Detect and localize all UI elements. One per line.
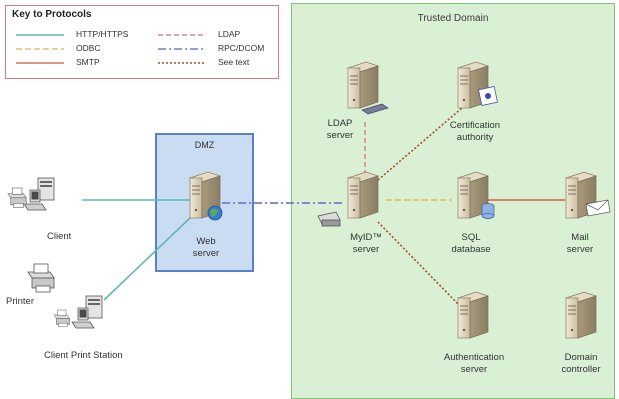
key-label-smtp: SMTP bbox=[76, 57, 100, 67]
authentication-server-label-line1: Authentication bbox=[443, 352, 505, 363]
myid-server-label-line1: MyID™ bbox=[350, 232, 382, 243]
certification-authority-label: Certification authority bbox=[440, 120, 510, 144]
authentication-server-label: Authentication server bbox=[438, 352, 510, 376]
domain-controller-label-line1: Domain bbox=[564, 352, 598, 363]
domain-controller-icon bbox=[565, 291, 597, 339]
key-label-ldap: LDAP bbox=[218, 29, 241, 39]
domain-controller-label-line2: controller bbox=[561, 364, 601, 375]
mail-server-label: Mail server bbox=[560, 232, 600, 256]
web-server-label-line1: Web bbox=[196, 236, 216, 247]
mail-server-label-line1: Mail bbox=[571, 232, 589, 243]
certification-authority-icon bbox=[457, 61, 498, 109]
myid-server-label: MyID™ server bbox=[344, 232, 388, 256]
myid-server-icon bbox=[317, 171, 379, 227]
myid-server-label-line2: server bbox=[352, 244, 380, 255]
key-swatches bbox=[16, 34, 206, 64]
mail-server-icon bbox=[565, 171, 611, 219]
web-server-label-line2: server bbox=[192, 248, 220, 259]
printer-label: Printer bbox=[6, 296, 34, 307]
ldap-server-label-line2: server bbox=[326, 130, 354, 141]
web-server-label: Web server bbox=[186, 236, 226, 260]
protocol-key: Key to Protocols HTTP/HTTPS ODBC SMTP LD… bbox=[5, 5, 279, 79]
link-printstation-web bbox=[103, 217, 191, 301]
authentication-server-label-line2: server bbox=[460, 364, 488, 375]
certification-authority-label-line2: authority bbox=[456, 132, 494, 143]
trusted-domain-region: Trusted Domain bbox=[291, 3, 615, 399]
key-label-odbc: ODBC bbox=[76, 43, 101, 53]
authentication-server-icon bbox=[457, 291, 489, 339]
key-label-rpc: RPC/DCOM bbox=[218, 43, 265, 53]
domain-controller-label: Domain controller bbox=[554, 352, 608, 376]
ldap-server-label-line1: LDAP bbox=[327, 118, 353, 129]
key-label-seetext: See text bbox=[218, 57, 250, 67]
client-print-station-label: Client Print Station bbox=[44, 350, 123, 361]
certification-authority-label-line1: Certification bbox=[449, 120, 501, 131]
key-label-http: HTTP/HTTPS bbox=[76, 29, 129, 39]
sql-database-label-line1: SQL bbox=[461, 232, 481, 243]
link-myid-auth bbox=[377, 221, 463, 309]
client-print-station-icon bbox=[53, 295, 103, 329]
mail-server-label-line2: server bbox=[566, 244, 594, 255]
client-label: Client bbox=[47, 231, 72, 242]
sql-database-label: SQL database bbox=[446, 232, 496, 256]
ldap-server-label: LDAP server bbox=[320, 118, 360, 142]
link-myid-ca bbox=[377, 107, 463, 181]
client-icon bbox=[7, 177, 55, 211]
ldap-server-icon bbox=[347, 61, 389, 115]
dmz-title: DMZ bbox=[194, 140, 215, 150]
trusted-domain-title: Trusted Domain bbox=[417, 13, 489, 24]
printer-icon bbox=[27, 263, 55, 293]
sql-database-icon bbox=[457, 171, 495, 219]
key-title: Key to Protocols bbox=[12, 9, 92, 20]
web-server-icon bbox=[189, 171, 223, 221]
sql-database-label-line2: database bbox=[451, 244, 491, 255]
